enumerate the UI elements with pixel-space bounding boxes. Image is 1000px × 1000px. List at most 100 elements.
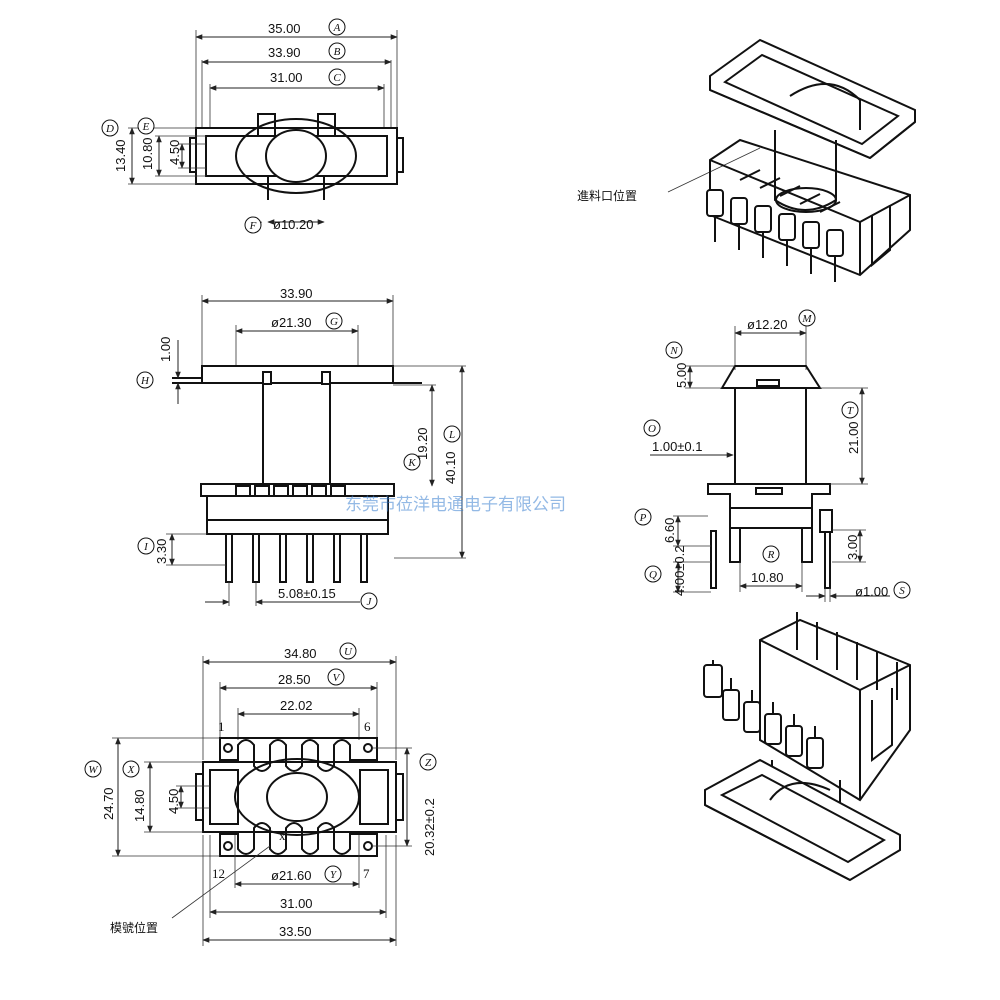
pin-number-12: 12	[212, 866, 225, 881]
bottom-view: 34.80 U 28.50 V 22.02 1 6 12 7 x	[84, 642, 437, 946]
tag-c: C	[328, 68, 346, 86]
dim-31: 31.00	[280, 896, 313, 911]
dim-e: 10.80	[140, 137, 155, 170]
svg-text:M: M	[801, 313, 812, 325]
dim-u: 34.80	[284, 646, 317, 661]
dim-335: 33.50	[279, 924, 312, 939]
dim-s: ø1.00	[855, 584, 888, 599]
tag-p: P	[634, 508, 652, 526]
dim-q: 4.00±0.2	[672, 545, 687, 596]
svg-text:J: J	[367, 596, 373, 608]
dim-r: 10.80	[751, 570, 784, 585]
x-mark: x	[279, 828, 286, 843]
svg-text:V: V	[333, 672, 341, 684]
dim-g: ø21.30	[271, 315, 311, 330]
svg-text:B: B	[334, 46, 341, 58]
tag-s: S	[893, 581, 911, 599]
svg-text:N: N	[669, 345, 678, 357]
dim-z: 20.32±0.2	[422, 798, 437, 856]
dim-w: 24.70	[101, 787, 116, 820]
top-view: 35.00 A 33.90 B 31.00 C 13.40 D 10.80 E	[101, 18, 404, 234]
svg-text:O: O	[648, 423, 656, 435]
tag-b: B	[328, 42, 346, 60]
mold-position-label: 模號位置	[110, 920, 158, 935]
dim-front-width: 33.90	[280, 286, 313, 301]
dim-c: 31.00	[270, 70, 303, 85]
tag-h: H	[136, 371, 154, 389]
side-view: ø12.20 M 5.00 N 1.00±0.1 O 21.00 T	[634, 309, 911, 602]
tag-f: F	[244, 216, 262, 234]
tag-g: G	[325, 312, 343, 330]
svg-text:I: I	[143, 541, 149, 553]
dim-s3: 3.00	[845, 535, 860, 560]
svg-text:R: R	[767, 549, 775, 561]
pin-number-6: 6	[364, 719, 371, 734]
front-pins	[225, 533, 368, 583]
tag-x: X	[122, 760, 140, 778]
dim-t: 21.00	[846, 421, 861, 454]
tag-e: E	[137, 117, 155, 135]
svg-text:E: E	[142, 121, 150, 133]
svg-text:T: T	[847, 405, 854, 417]
dim-d: 13.40	[113, 139, 128, 172]
dim-m: ø12.20	[747, 317, 787, 332]
dim-y: ø21.60	[271, 868, 311, 883]
svg-text:D: D	[105, 123, 114, 135]
tag-o: O	[643, 419, 661, 437]
tag-n: N	[665, 341, 683, 359]
tag-u: U	[339, 642, 357, 660]
company-watermark: 东莞市莅洋电通电子有限公司	[345, 495, 566, 515]
svg-text:P: P	[639, 512, 647, 524]
tag-a: A	[328, 18, 346, 36]
svg-text:G: G	[330, 316, 338, 328]
svg-text:Y: Y	[330, 869, 338, 881]
tag-v: V	[327, 668, 345, 686]
tag-j: J	[360, 592, 378, 610]
dim-f: ø10.20	[273, 217, 313, 232]
dim-i: 3.30	[154, 539, 169, 564]
dim-h: 1.00	[158, 337, 173, 362]
dim-x: 14.80	[132, 789, 147, 822]
tag-r: R	[762, 545, 780, 563]
iso-top-comb	[739, 169, 841, 213]
iso-view-top: 進料口位置	[577, 38, 916, 282]
dim-k: 19.20	[415, 427, 430, 460]
front-slots	[235, 485, 346, 497]
svg-text:U: U	[344, 646, 353, 658]
tag-y: Y	[324, 865, 342, 883]
svg-text:H: H	[140, 375, 150, 387]
tag-w: W	[84, 760, 102, 778]
tag-k: K	[403, 453, 421, 471]
dim-n: 5.00	[674, 363, 689, 388]
tag-m: M	[798, 309, 816, 327]
svg-text:K: K	[407, 457, 416, 469]
svg-text:F: F	[249, 220, 257, 232]
svg-text:C: C	[333, 72, 341, 84]
svg-text:A: A	[333, 22, 341, 34]
svg-text:X: X	[127, 764, 136, 776]
iso-top-pins	[706, 189, 844, 282]
dim-v: 28.50	[278, 672, 311, 687]
svg-text:W: W	[88, 764, 98, 776]
iso-view-bottom	[703, 612, 911, 882]
tag-i: I	[137, 537, 155, 555]
gate-position-label: 進料口位置	[577, 188, 637, 203]
svg-text:Z: Z	[425, 757, 432, 769]
dim-a: 35.00	[268, 21, 301, 36]
dim-j: 5.08±0.15	[278, 586, 336, 601]
tag-l: L	[443, 425, 461, 443]
dim-inner: 22.02	[280, 698, 313, 713]
pin-number-1: 1	[218, 719, 225, 734]
iso-bottom-front-pins	[703, 660, 824, 769]
dim-x2: 4.50	[166, 789, 181, 814]
dim-e2: 4.50	[167, 140, 182, 165]
pin-number-7: 7	[363, 866, 370, 881]
dim-l: 40.10	[443, 451, 458, 484]
dim-o: 1.00±0.1	[652, 439, 703, 454]
svg-text:Q: Q	[649, 569, 657, 581]
dim-p: 6.60	[662, 518, 677, 543]
svg-text:S: S	[899, 585, 905, 597]
tag-q: Q	[644, 565, 662, 583]
